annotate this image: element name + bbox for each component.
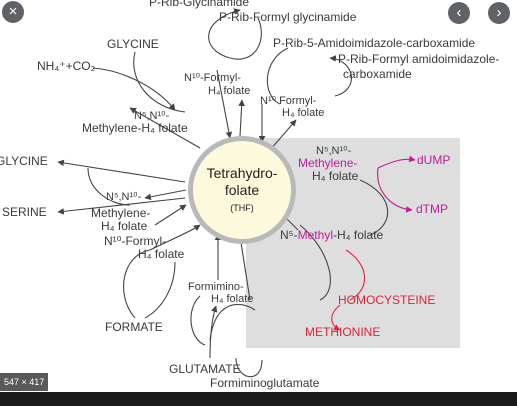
label-methylene-tl-1: N⁵,N¹⁰- bbox=[134, 110, 170, 122]
label-formyl-b-1: N¹⁰ Formyl- bbox=[260, 95, 317, 107]
thf-hub bbox=[188, 136, 296, 244]
label-amido-carboxamide: P-Rib-5-Amidoimidazole-carboxamide bbox=[273, 36, 476, 50]
label-nh4-co2: NH₄⁺+CO₂ bbox=[37, 59, 96, 73]
label-p-rib-glycinamide: P-Rib-Glycinamide bbox=[149, 0, 250, 9]
label-dtmp: dTMP bbox=[416, 202, 449, 216]
hub-title-line2: folate bbox=[224, 182, 260, 198]
label-formate: FORMATE bbox=[105, 320, 163, 334]
label-formyl-a-1: N¹⁰-Formyl- bbox=[184, 72, 241, 84]
label-methyl-prefix: N⁵- bbox=[280, 228, 298, 242]
label-methyl-mid: Methyl bbox=[297, 228, 333, 242]
chevron-right-icon[interactable]: › bbox=[488, 2, 510, 24]
label-formylamido-2: carboxamide bbox=[343, 67, 412, 81]
label-p-rib-formyl-glycinamide: P-Rib-Formyl glycinamide bbox=[219, 10, 357, 24]
label-methylene-r-3: H₄ folate bbox=[312, 169, 359, 183]
label-formylamido-1: P-Rib-Formyl amidoimidazole- bbox=[338, 52, 500, 66]
label-methylene-l-1: N⁵,N¹⁰- bbox=[106, 191, 142, 203]
label-dump: dUMP bbox=[417, 153, 451, 167]
label-homocysteine: HOMOCYSTEINE bbox=[338, 293, 436, 307]
image-size-badge: 547 × 417 bbox=[0, 373, 49, 391]
label-formyl-l-1: N¹⁰-Formyl- bbox=[104, 234, 167, 248]
label-methyl-suffix: -H₄ folate bbox=[332, 228, 384, 242]
label-methionine: METHIONINE bbox=[305, 325, 381, 339]
label-glycine-left: GLYCINE bbox=[0, 154, 48, 168]
label-formyl-a-2: H₄ folate bbox=[208, 85, 251, 97]
label-formyl-b-2: H₄ folate bbox=[282, 107, 325, 119]
label-glycine-top: GLYCINE bbox=[107, 37, 159, 51]
hub-title-line1: Tetrahydro- bbox=[206, 165, 278, 181]
label-methylene-tl-2: Methylene-H₄ folate bbox=[82, 121, 188, 135]
label-glutamate: GLUTAMATE bbox=[169, 362, 241, 376]
hub-subtitle: (THF) bbox=[230, 203, 254, 213]
label-formimino-1: Formimino- bbox=[188, 281, 244, 293]
hub-title: Tetrahydro- folate bbox=[188, 165, 296, 199]
label-formiminoglutamate: Formiminoglutamate bbox=[210, 376, 320, 390]
label-serine: SERINE bbox=[2, 205, 47, 219]
label-methylene-l-3: H₄ folate bbox=[101, 219, 148, 233]
bottom-bar bbox=[0, 392, 517, 406]
label-methylene-l-2: Methylene- bbox=[91, 206, 151, 220]
label-formimino-2: H₄ folate bbox=[211, 293, 254, 305]
chevron-left-icon[interactable]: ‹ bbox=[448, 2, 470, 24]
close-icon[interactable]: × bbox=[2, 1, 24, 23]
label-formyl-l-2: H₄ folate bbox=[138, 247, 185, 261]
label-methylene-r-2: Methylene- bbox=[298, 156, 358, 170]
label-methylene-r-1: N⁵,N¹⁰- bbox=[316, 145, 352, 157]
label-methyl-folate: N⁵-Methyl-H₄ folate bbox=[280, 229, 383, 242]
